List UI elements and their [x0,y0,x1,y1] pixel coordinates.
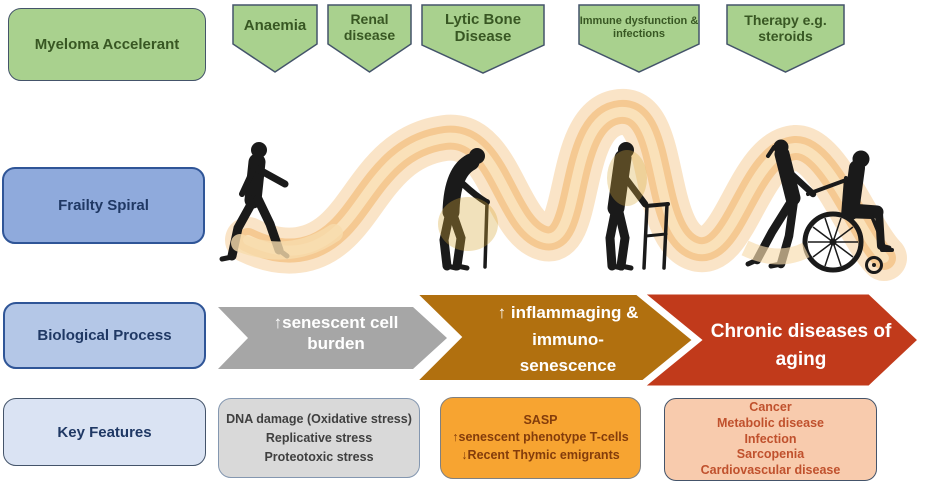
anaemia-pentagon-shape [232,4,318,73]
feature-senescent-tcells: ↑senescent phenotype T-cells [452,430,629,445]
row-label-frailty-spiral: Frailty Spiral [2,167,205,244]
feature-sasp: SASP [523,413,558,428]
feature-metabolic-disease: Metabolic disease [717,415,824,430]
lytic-bone-pentagon-shape [421,4,545,74]
ribbon-highlight-on-cane-person [438,197,498,251]
arrow2-line3: senescence [519,356,617,376]
accelerant-therapy-steroids: Therapy e.g. steroids [744,11,827,44]
arrow1-line2: burden [307,334,365,354]
feature-proteotoxic-stress: Proteotoxic stress [264,449,374,464]
ribbon-front-strand [231,224,343,260]
row-label-biological-process: Biological Process [3,302,206,369]
immune-pentagon-shape [578,4,700,73]
arrow2-line1: ↑ inflammaging & [497,303,639,322]
feature-cancer: Cancer [749,399,792,414]
key-features-disease-box: Cancer Metabolic disease Infection Sarco… [664,398,877,481]
renal-pentagon-shape [327,4,412,73]
arrow3-line1: Chronic diseases of [710,321,892,342]
caregiver-and-wheelchair-figure [741,139,894,274]
key-features-cell-stress-box: DNA damage (Oxidative stress) Replicativ… [218,398,420,478]
key-features-senescence-box: SASP ↑senescent phenotype T-cells ↓Recen… [440,397,641,479]
chronic-diseases-text: Chronic diseases of aging [702,318,900,373]
accelerant-immune-dysfunction: Immune dysfunction & infections [579,15,699,40]
accelerant-anaemia: Anaemia [243,17,307,35]
row-label-key-features: Key Features [3,398,206,466]
feature-replicative-stress: Replicative stress [265,430,373,445]
arrow2-line2: immuno- [532,329,604,349]
senescent-cell-burden-arrow [218,307,447,369]
inflammaging-text: ↑ inflammaging & immuno- senescence [463,300,673,380]
feature-dna-damage: DNA damage (Oxidative stress) [226,411,412,426]
arrow3-line2: aging [775,348,827,370]
stooped-person-with-cane-figure [438,148,498,271]
frailty-spiral-label: Frailty Spiral [58,197,149,214]
biological-process-label: Biological Process [37,327,172,344]
feature-sarcopenia: Sarcopenia [736,447,805,462]
feature-infection: Infection [744,431,797,446]
arrow1-line1: ↑senescent cell [273,313,399,332]
accelerant-lytic-bone-disease: Lytic Bone Disease [444,10,522,45]
key-features-label: Key Features [57,423,152,441]
feature-cardiovascular-disease: Cardiovascular disease [700,463,841,478]
chronic-diseases-arrow [627,287,928,393]
therapy-pentagon-shape [726,4,845,73]
ribbon-end-strand [741,240,810,265]
accelerant-renal-disease: Renal disease [343,10,396,43]
person-with-walker-figure [605,142,670,271]
row-label-myeloma-accelerant: Myeloma Accelerant [8,8,206,81]
senescent-cell-burden-text: ↑senescent cell burden [252,312,420,355]
myeloma-accelerant-label: Myeloma Accelerant [34,36,180,53]
feature-thymic-emigrants: ↓Recent Thymic emigrants [461,447,620,462]
ribbon-highlight-on-walker-person [607,150,647,206]
